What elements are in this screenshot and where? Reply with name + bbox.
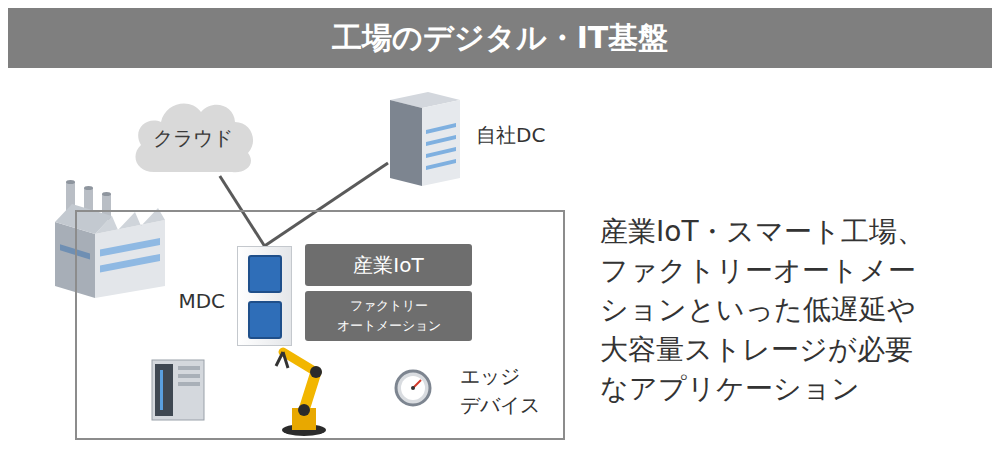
cloud-node: クラウド [128,92,258,176]
process-box: ファクトリー オートメーション [305,291,472,341]
node-text: 産業IoT [353,252,423,279]
node-text: ファクトリー オートメーション [313,296,464,336]
node-text: クラウド [153,125,233,152]
gauge-icon [396,371,430,405]
description-text: 産業IoT・スマート工場、 ファクトリーオートメー ションといった低遅延や 大容… [600,212,965,408]
title-text: 工場のデジタル・IT基盤 [8,8,992,68]
server-unit [248,255,282,293]
factory-region: MDC 産業IoT ファクトリー オートメーションエッジ デバイス [75,210,565,440]
datacenter-building-icon [390,92,460,186]
cloud-outline [135,104,253,173]
process-box: 産業IoT [305,244,472,286]
edge-server-icon [152,360,204,420]
node-label: MDC [178,289,225,313]
title-bar [8,8,992,68]
server-unit [248,301,282,339]
factory-icon [55,180,165,298]
datacenter-node: 自社DC [388,90,462,186]
network-link [265,163,389,246]
robot-arm-icon [276,352,326,436]
mdc-tower: MDC [237,246,292,346]
node-label: 自社DC [476,122,545,149]
node-label: エッジ デバイス [460,362,556,420]
